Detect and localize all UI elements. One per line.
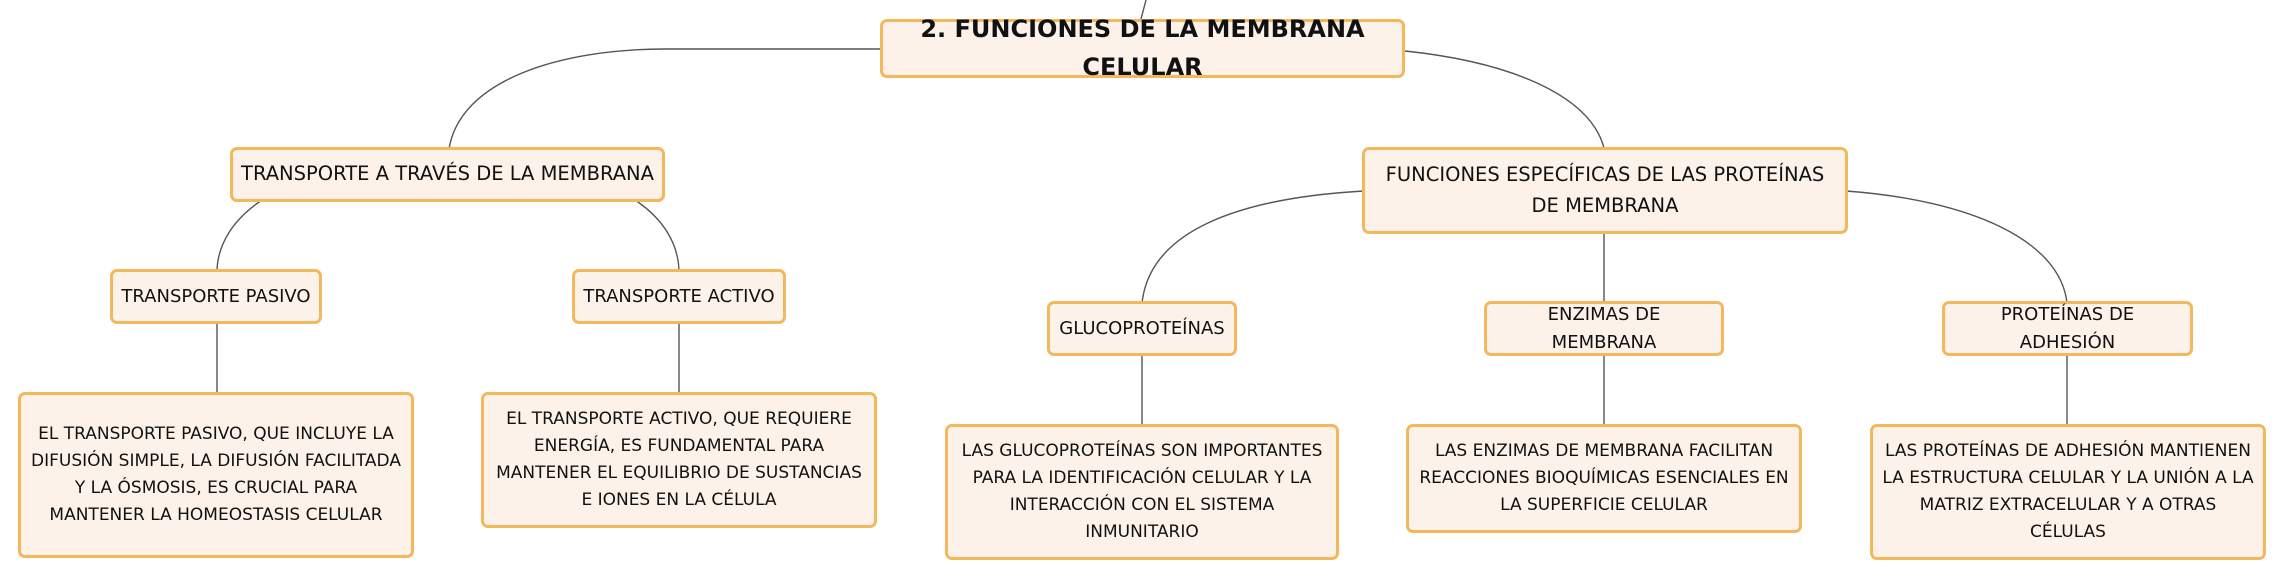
node-glucoproteinas-description-text: LAS GLUCOPROTEÍNAS SON IMPORTANTES PARA … [961,440,1323,543]
node-adhesion-description-text: LAS PROTEÍNAS DE ADHESIÓN MANTIENEN LA E… [1882,440,2254,543]
node-adhesion-label: PROTEÍNAS DE ADHESIÓN [2000,303,2135,353]
node-glucoproteinas[interactable]: GLUCOPROTEÍNAS [1047,301,1237,356]
node-transporte-label: TRANSPORTE A TRAVÉS DE LA MEMBRANA [241,162,654,186]
node-transporte-activo[interactable]: TRANSPORTE ACTIVO [572,269,786,324]
node-proteinas-label: FUNCIONES ESPECÍFICAS DE LAS PROTEÍNAS D… [1385,163,1825,217]
node-transporte-activo-label: TRANSPORTE ACTIVO [583,285,775,307]
node-transporte-pasivo-label: TRANSPORTE PASIVO [121,285,311,307]
node-activo-description-text: EL TRANSPORTE ACTIVO, QUE REQUIERE ENERG… [496,408,862,511]
connector-transporte-to-activo [634,199,680,271]
node-glucoproteinas-label: GLUCOPROTEÍNAS [1059,317,1225,339]
node-pasivo-description-text: EL TRANSPORTE PASIVO, QUE INCLUYE LA DIF… [31,423,401,526]
node-proteinas[interactable]: FUNCIONES ESPECÍFICAS DE LAS PROTEÍNAS D… [1362,147,1848,234]
node-enzimas-label: ENZIMAS DE MEMBRANA [1547,303,1661,353]
node-transporte[interactable]: TRANSPORTE A TRAVÉS DE LA MEMBRANA [230,147,665,202]
connector-proteinas-to-gluco [1141,190,1365,304]
node-transporte-pasivo[interactable]: TRANSPORTE PASIVO [110,269,322,324]
node-adhesion-description[interactable]: LAS PROTEÍNAS DE ADHESIÓN MANTIENEN LA E… [1870,424,2266,560]
node-root-label: 2. FUNCIONES DE LA MEMBRANA CELULAR [920,15,1365,81]
node-enzimas[interactable]: ENZIMAS DE MEMBRANA [1484,301,1724,356]
node-root[interactable]: 2. FUNCIONES DE LA MEMBRANA CELULAR [880,15,1405,81]
node-adhesion[interactable]: PROTEÍNAS DE ADHESIÓN [1942,301,2193,356]
connector-transporte-to-pasivo [216,199,263,271]
connector-root-to-transporte [448,48,880,150]
node-activo-description[interactable]: EL TRANSPORTE ACTIVO, QUE REQUIERE ENERG… [481,392,877,528]
connector-parent-to-root [1140,0,1147,20]
node-enzimas-description-text: LAS ENZIMAS DE MEMBRANA FACILITAN REACCI… [1419,440,1789,516]
connector-proteinas-to-adhesion [1845,190,2068,304]
node-glucoproteinas-description[interactable]: LAS GLUCOPROTEÍNAS SON IMPORTANTES PARA … [945,424,1339,560]
connector-root-to-proteinas [1404,50,1605,149]
node-pasivo-description[interactable]: EL TRANSPORTE PASIVO, QUE INCLUYE LA DIF… [18,392,414,558]
node-enzimas-description[interactable]: LAS ENZIMAS DE MEMBRANA FACILITAN REACCI… [1406,424,1802,533]
